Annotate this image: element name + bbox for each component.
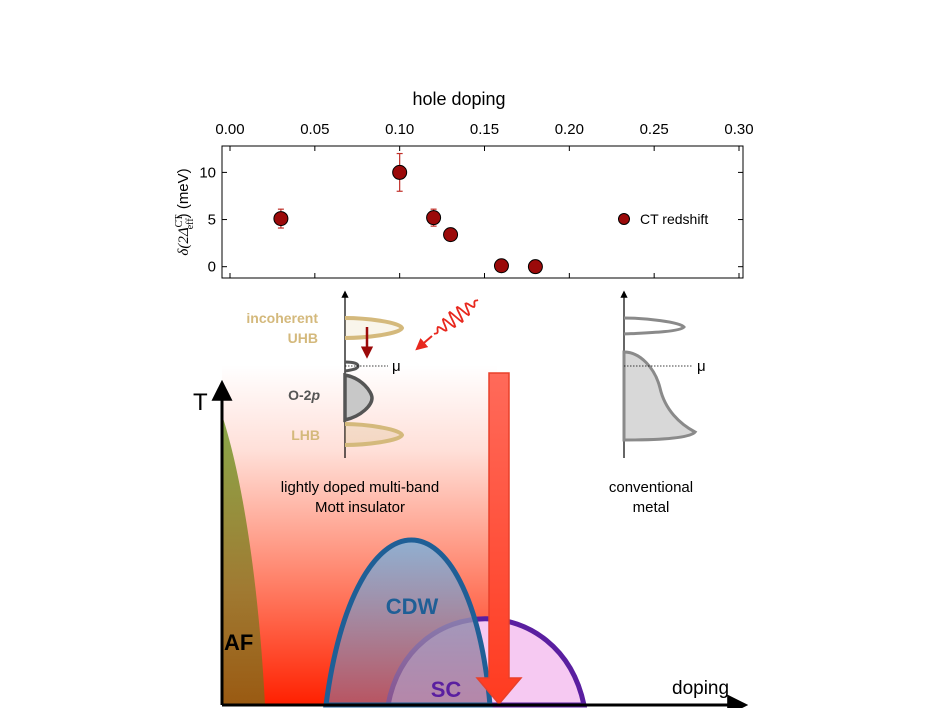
o2p-band: [343, 372, 374, 423]
mott-caption-line1: lightly doped multi-band: [281, 479, 439, 496]
y-tick-label: 10: [199, 164, 216, 181]
x-tick-label: 0.15: [470, 121, 499, 138]
metal-dos: μ: [620, 290, 706, 458]
af-region: [222, 415, 265, 705]
x-ticks: 0.00 0.05 0.10 0.15 0.20 0.25 0.30: [215, 121, 754, 278]
cdw-dome: [323, 537, 493, 708]
doping-arrow: [475, 372, 523, 706]
uhb-peak: [344, 316, 405, 340]
legend: CT redshift: [618, 211, 708, 227]
data-point: [392, 164, 408, 180]
x-tick-label: 0.10: [385, 121, 414, 138]
y-ticks: 0 5 10: [199, 164, 743, 276]
plot-frame: [221, 145, 744, 279]
metal-mu-label: μ: [697, 358, 706, 375]
metal-caption-line2: metal: [633, 499, 670, 516]
data-point: [493, 258, 509, 274]
scatter-chart: 0.00 0.05 0.10 0.15 0.20 0.25 0.30 0 5 10 hole d…: [174, 89, 754, 279]
sc-label: SC: [431, 677, 462, 702]
incoherent-label: incoherent: [246, 310, 318, 326]
x-tick-label: 0.30: [724, 121, 753, 138]
phase-diagram: AF CDW SC T doping lightly doped multi-b…: [193, 365, 749, 708]
photon-arrow: [415, 335, 433, 351]
photon-wave: [433, 299, 479, 335]
data-point: [426, 210, 442, 226]
uhb-label: UHB: [288, 330, 318, 346]
legend-label: CT redshift: [640, 211, 708, 227]
o2p-label: O-2p: [288, 387, 320, 403]
data-point: [527, 259, 543, 275]
t-axis-label: T: [193, 389, 208, 416]
x-tick-label: 0.20: [555, 121, 584, 138]
cdw-label: CDW: [386, 594, 439, 619]
y-axis-label: δ(2ΔCTeff) (meV): [174, 168, 196, 255]
mott-caption-line2: Mott insulator: [315, 499, 405, 516]
data-point: [273, 211, 289, 227]
af-label: AF: [224, 630, 253, 655]
lhb-peak: [344, 422, 405, 447]
metal-filled-band: [622, 350, 698, 442]
doping-axis-label: doping: [672, 678, 729, 699]
x-tick-label: 0.25: [640, 121, 669, 138]
data-point: [443, 227, 459, 243]
mott-mu-label: μ: [392, 358, 401, 375]
mott-dos: μ incoherent UHB O-2p LHB: [246, 290, 479, 458]
y-tick-label: 0: [208, 259, 216, 276]
y-tick-label: 5: [208, 212, 216, 229]
metal-upper-peak: [623, 316, 686, 336]
x-axis-label: hole doping: [412, 89, 505, 109]
lhb-label: LHB: [291, 427, 320, 443]
x-tick-label: 0.05: [300, 121, 329, 138]
metal-caption-line1: conventional: [609, 479, 693, 496]
x-tick-label: 0.00: [215, 121, 244, 138]
legend-marker: [618, 213, 630, 225]
data-points: [273, 152, 543, 275]
